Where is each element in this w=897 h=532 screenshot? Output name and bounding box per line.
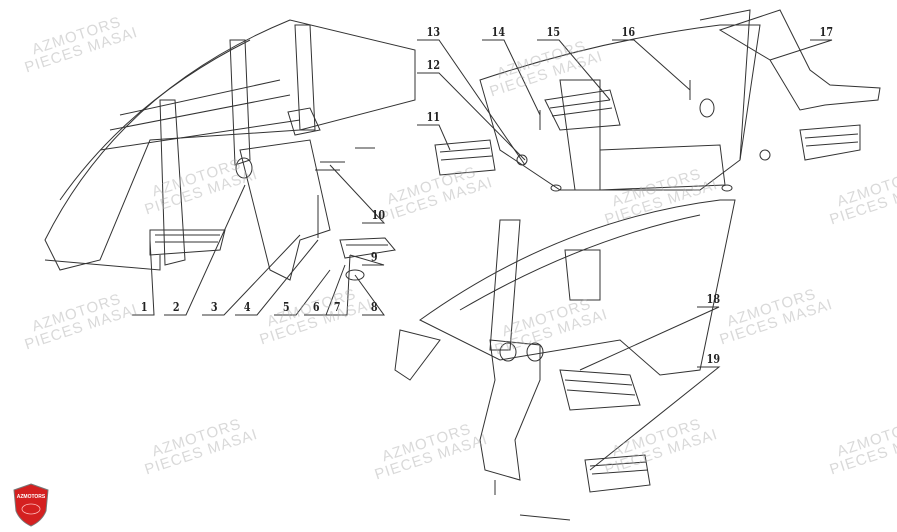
callout-12: 12: [426, 58, 441, 72]
callout-8: 8: [370, 300, 378, 314]
leader-line-12: [417, 72, 526, 161]
leader-line-8: [354, 274, 385, 316]
callout-9: 9: [370, 250, 378, 264]
callout-13: 13: [426, 25, 441, 39]
callout-5: 5: [282, 300, 290, 314]
left-frame-assembly: [44, 19, 416, 281]
leader-line-19: [589, 366, 721, 471]
leader-line-3: [202, 234, 301, 316]
callout-7: 7: [333, 300, 341, 314]
leader-line-15: [537, 39, 611, 101]
azmotors-logo: AZMOTORS: [13, 483, 49, 527]
leader-line-1: [132, 239, 155, 316]
leader-line-4: [235, 239, 319, 316]
callout-4: 4: [243, 300, 251, 314]
leader-line-9: [349, 254, 385, 266]
callout-1: 1: [140, 300, 148, 314]
callout-3: 3: [210, 300, 218, 314]
callout-6: 6: [312, 300, 320, 314]
callout-16: 16: [621, 25, 636, 39]
leader-line-5: [274, 269, 331, 316]
svg-text:AZMOTORS: AZMOTORS: [17, 494, 46, 500]
callout-14: 14: [491, 25, 506, 39]
callout-17: 17: [819, 25, 834, 39]
callout-18: 18: [706, 292, 721, 306]
right-top-frame-assembly: [434, 9, 881, 192]
callout-2: 2: [172, 300, 180, 314]
leader-line-11: [417, 124, 451, 151]
callout-19: 19: [706, 352, 721, 366]
bottom-frame-assembly: [394, 199, 736, 521]
leader-line-10: [329, 164, 386, 224]
callout-15: 15: [546, 25, 561, 39]
leader-line-14: [482, 39, 541, 116]
callout-10: 10: [371, 208, 386, 222]
leader-line-7: [325, 254, 351, 316]
callout-11: 11: [426, 110, 441, 124]
leader-line-13: [417, 39, 526, 166]
leader-line-17: [769, 39, 833, 61]
leader-line-18: [579, 306, 720, 371]
leader-line-16: [612, 39, 691, 91]
leader-line-2: [164, 184, 246, 316]
